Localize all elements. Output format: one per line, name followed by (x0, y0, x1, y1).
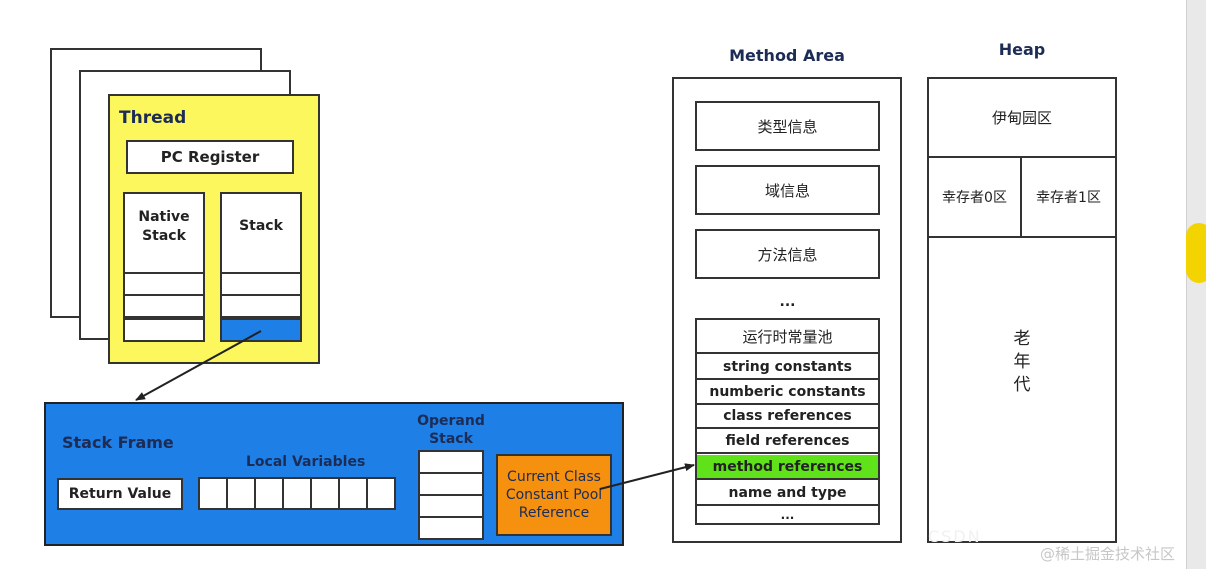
operand-stack-label: Operand Stack (417, 413, 485, 447)
operand-stack-slot (418, 516, 484, 540)
constant-pool-reference: Current Class Constant Pool Reference (496, 454, 612, 536)
local-variable-slot (282, 477, 312, 510)
heap (927, 77, 1117, 543)
java-stack-current-frame (220, 318, 302, 342)
runtime-constant-pool-title: 运行时常量池 (695, 320, 880, 354)
pool-row-name-and-type: name and type (697, 481, 878, 506)
heap-eden: 伊甸园区 (929, 79, 1115, 158)
heap-survivor-1: 幸存者1区 (1022, 158, 1115, 238)
heap-old-generation: 老 年 代 (1013, 328, 1031, 395)
field-info: 域信息 (695, 165, 880, 215)
local-variable-slot (310, 477, 340, 510)
native-stack-label: Native Stack (138, 209, 190, 244)
pool-row-numeric-constants: numberic constants (697, 381, 878, 405)
pool-row-field-references: field references (697, 429, 878, 454)
arrow-stack-to-frame (135, 330, 262, 401)
pool-row-string-constants: string constants (697, 356, 878, 380)
type-info: 类型信息 (695, 101, 880, 151)
method-area-ellipsis: ... (779, 294, 796, 310)
pool-row-ellipsis: ... (780, 507, 795, 522)
native-stack-slot (123, 294, 205, 318)
pool-row-method-references: method references (697, 455, 878, 480)
java-stack-slot (220, 294, 302, 318)
method-info: 方法信息 (695, 229, 880, 279)
return-value: Return Value (57, 478, 183, 510)
heap-survivor-0: 幸存者0区 (929, 158, 1022, 238)
local-variables-array (198, 477, 396, 510)
stack-frame-title: Stack Frame (62, 433, 174, 452)
pool-row-class-references: class references (697, 405, 878, 429)
scrollbar[interactable] (1186, 0, 1206, 569)
watermark-faint: CSDN (928, 527, 982, 546)
scroll-indicator (1186, 223, 1206, 283)
arrow-pool-ref-to-method-ref (599, 463, 695, 490)
local-variable-slot (226, 477, 256, 510)
native-stack-slot (123, 318, 205, 342)
pc-register: PC Register (126, 140, 294, 174)
method-area-title: Method Area (729, 46, 845, 65)
heap-title: Heap (998, 40, 1046, 59)
java-stack-label: Stack (239, 218, 283, 234)
local-variables-label: Local Variables (246, 454, 366, 470)
local-variable-slot (366, 477, 396, 510)
watermark: @稀土掘金技术社区 (1040, 545, 1176, 563)
thread-title: Thread (119, 108, 187, 128)
